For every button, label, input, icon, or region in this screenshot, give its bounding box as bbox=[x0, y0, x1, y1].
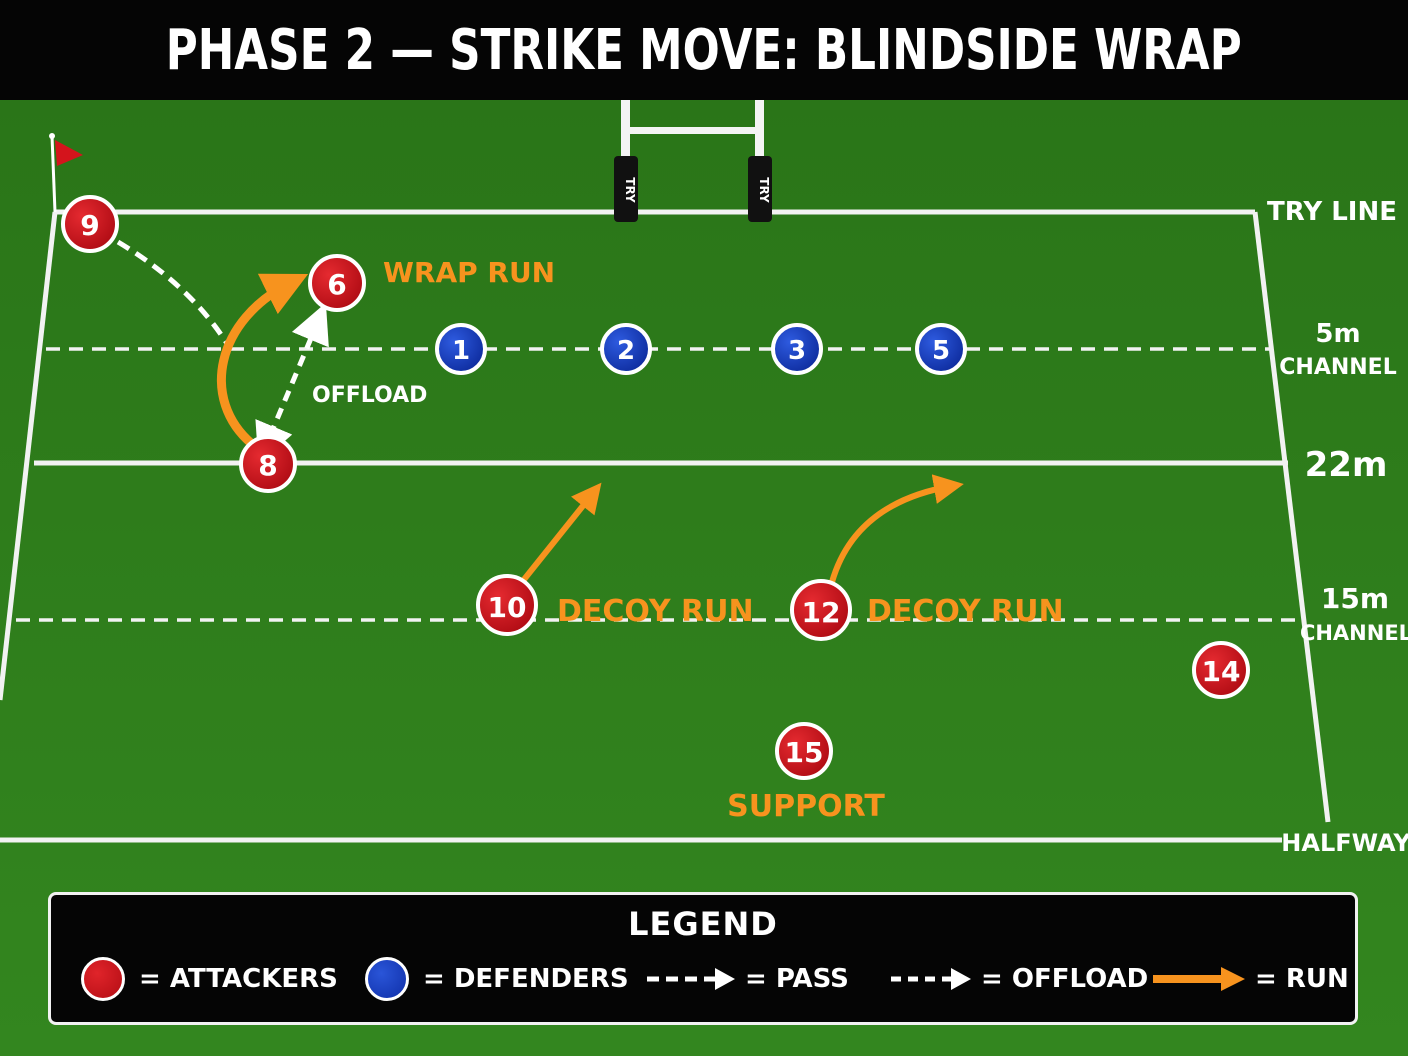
legend-attackers: = ATTACKERS bbox=[81, 955, 338, 1003]
legend-offload: = OFFLOAD bbox=[889, 955, 1148, 1003]
attacker-10-number: 10 bbox=[488, 591, 527, 624]
post-pad-right-label: TRY bbox=[757, 177, 771, 203]
offload-arrow-icon bbox=[891, 968, 971, 990]
wrap-run-arrow bbox=[217, 273, 309, 449]
goal-posts: TRY TRY bbox=[614, 100, 772, 222]
run-arrow-icon bbox=[1153, 967, 1245, 991]
attacker-14-number: 14 bbox=[1202, 655, 1241, 688]
legend: LEGEND = ATTACKERS = DEFENDERS = PASS = … bbox=[48, 892, 1358, 1025]
defender-1-number: 1 bbox=[452, 336, 470, 366]
legend-title: LEGEND bbox=[628, 905, 778, 943]
try-line-label: TRY LINE bbox=[1267, 197, 1397, 227]
pass-arrow-icon bbox=[647, 968, 735, 990]
offload-arrow bbox=[255, 302, 329, 464]
attacker-15[interactable]: 15 bbox=[775, 722, 833, 780]
title-bar: PHASE 2 — STRIKE MOVE: BLINDSIDE WRAP bbox=[0, 0, 1408, 100]
five-m-label: 5m bbox=[1315, 319, 1360, 349]
attacker-10[interactable]: 10 bbox=[476, 574, 538, 636]
wrap-run-label: WRAP RUN bbox=[383, 256, 555, 289]
decoy-run-arrow-10 bbox=[519, 482, 602, 584]
attacker-6[interactable]: 6 bbox=[308, 254, 366, 312]
defender-dot-icon bbox=[365, 957, 409, 1001]
defender-5-number: 5 bbox=[932, 336, 950, 366]
corner-flag-icon bbox=[49, 133, 83, 213]
halfway-label: HALFWAY bbox=[1281, 829, 1408, 857]
attacker-15-number: 15 bbox=[785, 736, 824, 769]
defender-2[interactable]: 2 bbox=[600, 323, 652, 375]
twentytwo-label: 22m bbox=[1305, 445, 1388, 485]
pass-arrow-9 bbox=[116, 239, 231, 347]
legend-defenders: = DEFENDERS bbox=[365, 955, 629, 1003]
post-pad-left bbox=[614, 156, 638, 222]
decoy-run-arrow-12 bbox=[829, 474, 964, 583]
post-pad-left-label: TRY bbox=[623, 177, 637, 203]
attacker-dot-icon bbox=[81, 957, 125, 1001]
offload-label: OFFLOAD bbox=[312, 383, 427, 408]
defender-3[interactable]: 3 bbox=[771, 323, 823, 375]
field-labels: TRY LINE 5m CHANNEL 22m 15m CHANNEL HALF… bbox=[1267, 197, 1408, 857]
players: 9 6 8 10 12 14 bbox=[61, 195, 1250, 780]
diagram-title: PHASE 2 — STRIKE MOVE: BLINDSIDE WRAP bbox=[166, 17, 1242, 83]
decoy-run-label-10: DECOY RUN bbox=[557, 594, 754, 629]
legend-offload-label: = OFFLOAD bbox=[981, 964, 1149, 994]
attacker-12[interactable]: 12 bbox=[790, 579, 852, 641]
legend-run: = RUN bbox=[1151, 955, 1349, 1003]
defender-5[interactable]: 5 bbox=[915, 323, 967, 375]
five-m-channel-label: CHANNEL bbox=[1279, 355, 1396, 380]
fifteen-m-label: 15m bbox=[1321, 582, 1389, 615]
legend-attackers-label: = ATTACKERS bbox=[139, 964, 338, 994]
annotations: WRAP RUN OFFLOAD DECOY RUN DECOY RUN SUP… bbox=[312, 256, 1064, 824]
support-label: SUPPORT bbox=[727, 789, 885, 824]
legend-run-label: = RUN bbox=[1255, 964, 1349, 994]
left-touchline bbox=[0, 211, 58, 701]
attacker-6-number: 6 bbox=[327, 268, 346, 301]
attacker-8-number: 8 bbox=[258, 449, 277, 482]
attacker-9-number: 9 bbox=[80, 209, 99, 242]
legend-pass: = PASS bbox=[645, 955, 849, 1003]
attacker-14[interactable]: 14 bbox=[1192, 641, 1250, 699]
legend-defenders-label: = DEFENDERS bbox=[423, 964, 629, 994]
defender-1[interactable]: 1 bbox=[435, 323, 487, 375]
decoy-run-label-12: DECOY RUN bbox=[867, 594, 1064, 629]
defender-3-number: 3 bbox=[788, 336, 806, 366]
attacker-9[interactable]: 9 bbox=[61, 195, 119, 253]
right-touchline bbox=[1252, 211, 1331, 823]
attacker-8[interactable]: 8 bbox=[239, 435, 297, 493]
defender-2-number: 2 bbox=[617, 336, 635, 366]
fifteen-m-channel-label: CHANNEL bbox=[1300, 621, 1408, 645]
legend-pass-label: = PASS bbox=[745, 964, 849, 994]
post-pad-right bbox=[748, 156, 772, 222]
attacker-12-number: 12 bbox=[802, 596, 841, 629]
